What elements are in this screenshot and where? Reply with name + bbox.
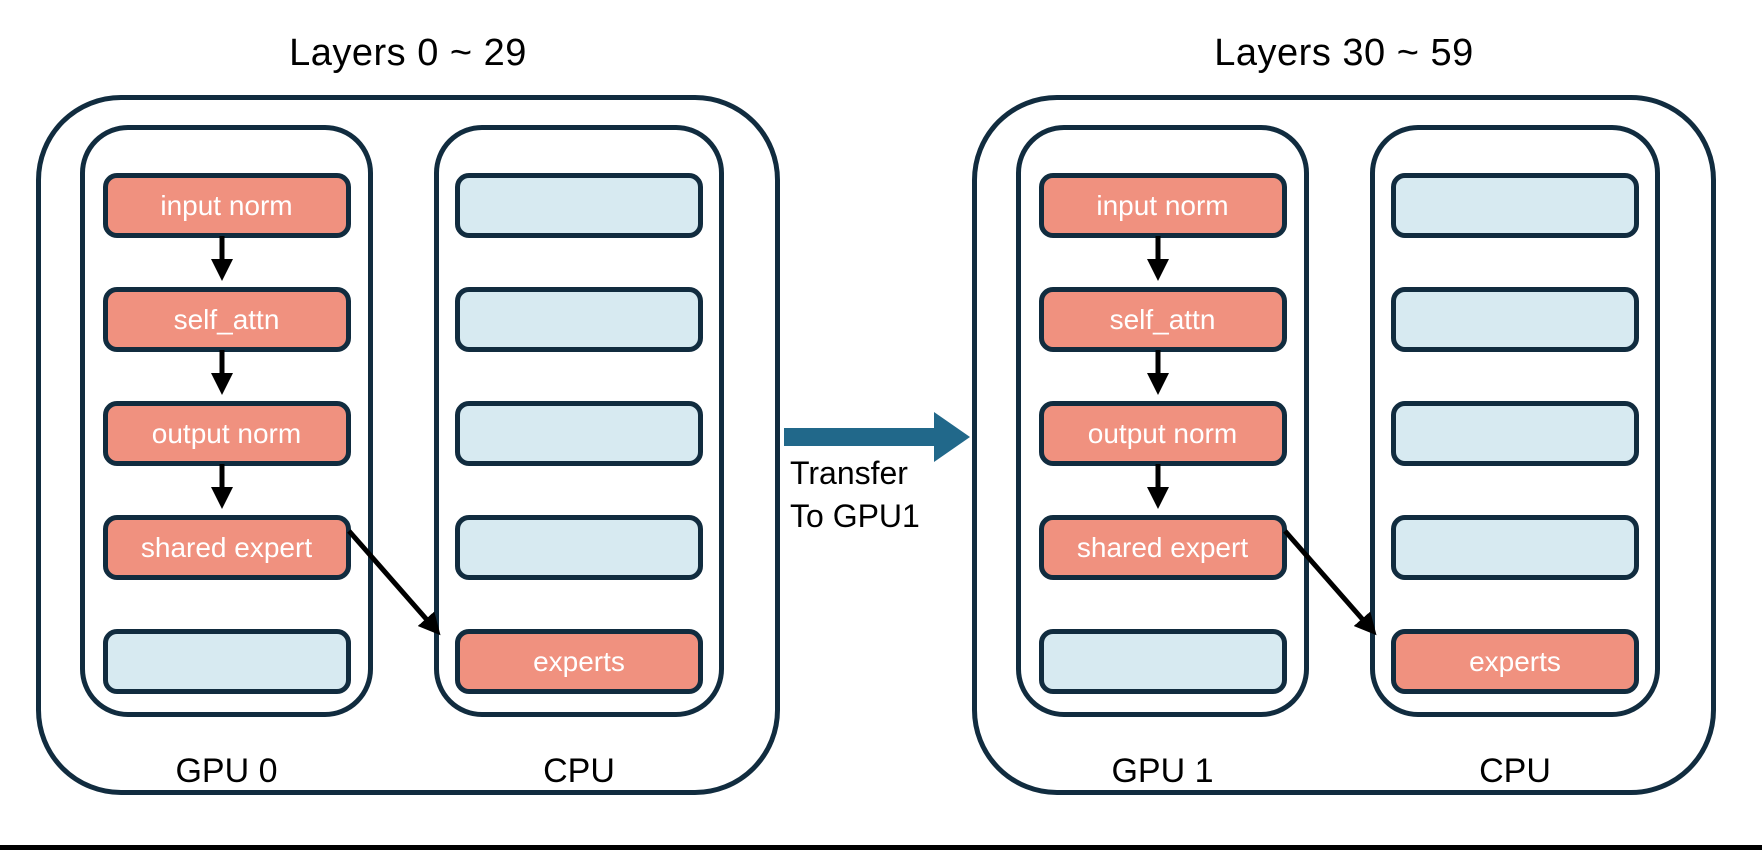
transfer-caption-line2: To GPU1 [790,498,920,534]
empty-slot [455,515,703,580]
empty-slot [1391,401,1639,466]
empty-slot [1038,629,1287,694]
box-input-norm: input norm [102,173,351,238]
box-output-norm: output norm [102,401,351,466]
box-experts-label: experts [1469,645,1561,677]
gpu1-column: input norm self_attn output norm shared … [1016,125,1309,717]
gpu0-label: GPU 0 [175,752,278,790]
empty-slot [102,629,351,694]
stage-title-left: Layers 0 ~ 29 [289,32,527,74]
stage-container-right: input norm self_attn output norm shared … [972,95,1716,795]
cpu-label-right: CPU [1479,752,1551,790]
transfer-caption: Transfer To GPU1 [790,452,920,538]
box-self-attn: self_attn [1038,287,1287,352]
stage-title-right: Layers 30 ~ 59 [1214,32,1474,74]
box-self-attn: self_attn [102,287,351,352]
empty-slot [455,287,703,352]
box-shared-expert-label: shared expert [140,531,313,563]
box-output-norm-label: output norm [151,417,302,449]
empty-slot [1391,173,1639,238]
box-shared-expert: shared expert [102,515,351,580]
gpu0-column: input norm self_attn output norm shared … [80,125,373,717]
box-experts: experts [1391,629,1639,694]
box-experts-label: experts [533,645,625,677]
box-shared-expert: shared expert [1038,515,1287,580]
box-input-norm: input norm [1038,173,1287,238]
cpu-column-right: experts [1370,125,1660,717]
stage-container-left: input norm self_attn output norm shared … [36,95,780,795]
transfer-caption-line1: Transfer [790,455,908,491]
empty-slot [1391,515,1639,580]
cpu-label-left: CPU [543,752,615,790]
empty-slot [1391,287,1639,352]
empty-slot [455,401,703,466]
box-self-attn-label: self_attn [173,303,280,335]
box-input-norm-label: input norm [1096,189,1229,221]
cpu-column-left: experts [434,125,724,717]
box-experts: experts [455,629,703,694]
box-self-attn-label: self_attn [1109,303,1216,335]
box-input-norm-label: input norm [160,189,293,221]
box-output-norm: output norm [1038,401,1287,466]
bottom-rule [0,845,1762,850]
gpu1-label: GPU 1 [1111,752,1214,790]
box-shared-expert-label: shared expert [1076,531,1249,563]
box-output-norm-label: output norm [1087,417,1238,449]
empty-slot [455,173,703,238]
